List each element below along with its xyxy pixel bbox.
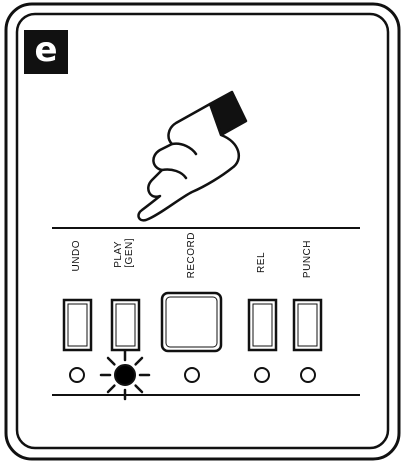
step-letter: e	[24, 30, 68, 74]
button-record[interactable]	[162, 293, 221, 351]
inner-frame	[17, 14, 388, 448]
label-undo: UNDO	[71, 240, 82, 271]
led-indicator-record	[185, 368, 199, 382]
led-indicator-punch	[301, 368, 315, 382]
label-play: PLAY [GEN]	[113, 238, 135, 268]
button-undo[interactable]	[64, 300, 91, 350]
button-punch[interactable]	[294, 300, 321, 350]
label-rel: REL	[256, 252, 267, 273]
label-punch: PUNCH	[302, 240, 313, 278]
button-play[interactable]	[112, 300, 139, 350]
led-indicator-rel	[255, 368, 269, 382]
button-rel[interactable]	[249, 300, 276, 350]
label-record: RECORD	[186, 232, 197, 278]
led-indicator-undo	[70, 368, 84, 382]
led-indicator-play	[115, 365, 135, 385]
